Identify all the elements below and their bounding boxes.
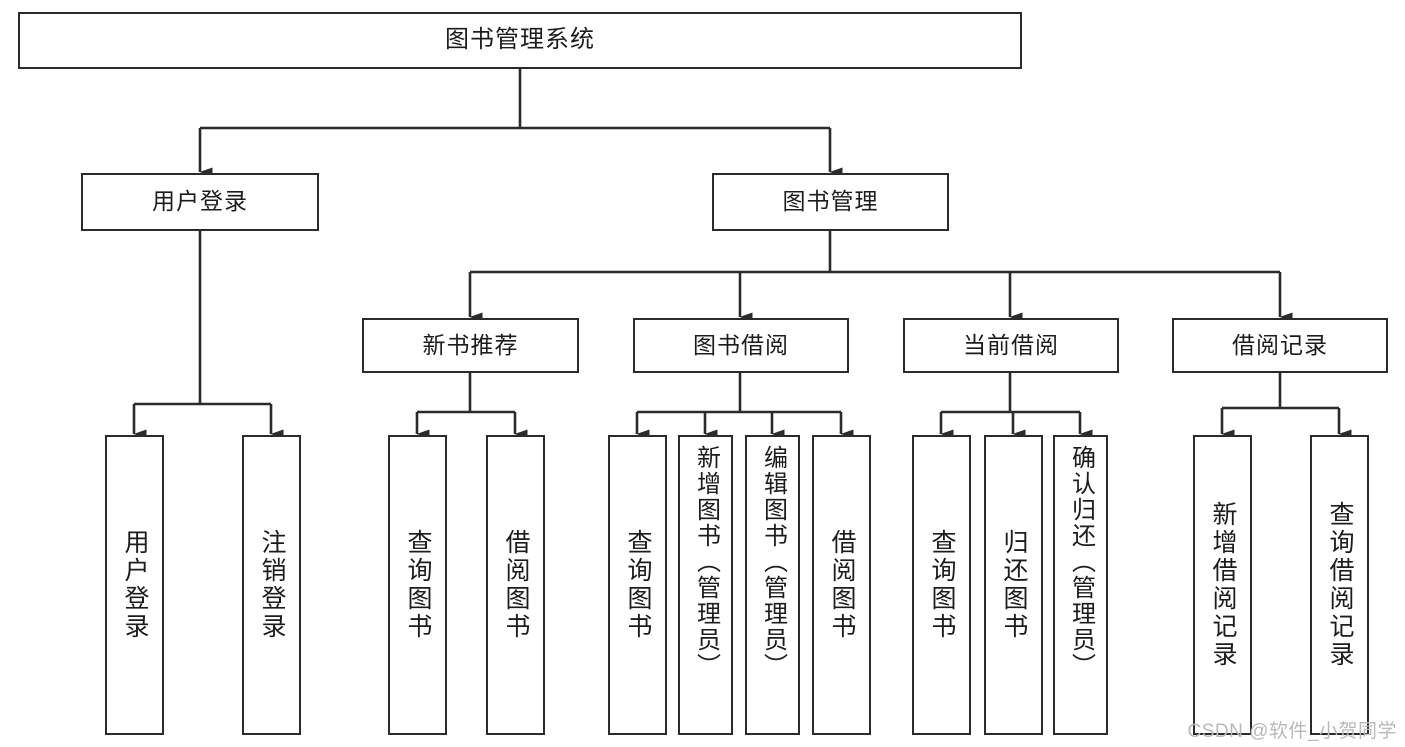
node-label: 查询图书 — [624, 529, 652, 641]
node-root-system[interactable]: 图书管理系统 — [18, 12, 1022, 69]
node-label: 注销登录 — [258, 529, 286, 641]
node-current-borrow[interactable]: 当前借阅 — [903, 318, 1119, 373]
node-leaf-query-record[interactable]: 查询借阅记录 — [1310, 435, 1369, 735]
node-label: 借阅图书 — [502, 529, 530, 641]
node-label: 新增图书（管理员） — [692, 445, 720, 679]
node-label: 当前借阅 — [963, 331, 1059, 358]
csdn-watermark: CSDN @软件_小贺同学 — [1187, 721, 1397, 742]
node-borrow-record[interactable]: 借阅记录 — [1172, 318, 1388, 373]
node-label: 新书推荐 — [422, 331, 519, 358]
node-label: 借阅图书 — [828, 529, 856, 641]
node-label: 查询图书 — [404, 529, 432, 641]
node-label: 归还图书 — [1000, 529, 1028, 641]
node-leaf-edit-book[interactable]: 编辑图书（管理员） — [745, 435, 800, 735]
node-leaf-borrow-book-2[interactable]: 借阅图书 — [812, 435, 871, 735]
node-label: 新增借阅记录 — [1209, 501, 1237, 669]
node-leaf-query-book-2[interactable]: 查询图书 — [608, 435, 667, 735]
node-label: 图书管理 — [782, 188, 879, 215]
node-label: 查询图书 — [928, 529, 956, 641]
node-leaf-user-login[interactable]: 用户登录 — [105, 435, 164, 735]
node-leaf-user-logout[interactable]: 注销登录 — [242, 435, 301, 735]
node-label: 用户登录 — [152, 188, 248, 215]
node-book-borrow[interactable]: 图书借阅 — [633, 318, 849, 373]
node-leaf-query-book-3[interactable]: 查询图书 — [912, 435, 971, 735]
node-label: 借阅记录 — [1232, 331, 1328, 358]
node-label: 图书管理系统 — [445, 26, 595, 54]
node-leaf-add-book[interactable]: 新增图书（管理员） — [678, 435, 733, 735]
node-label: 查询借阅记录 — [1326, 501, 1354, 669]
node-leaf-confirm-return[interactable]: 确认归还（管理员） — [1053, 435, 1108, 735]
node-leaf-return-book[interactable]: 归还图书 — [984, 435, 1043, 735]
node-new-book-rec[interactable]: 新书推荐 — [362, 318, 579, 373]
node-label: 编辑图书（管理员） — [759, 445, 787, 679]
node-label: 确认归还（管理员） — [1067, 445, 1095, 679]
node-user-login[interactable]: 用户登录 — [81, 173, 319, 231]
node-label: 图书借阅 — [693, 331, 789, 358]
node-label: 用户登录 — [121, 529, 149, 641]
node-book-manage[interactable]: 图书管理 — [712, 173, 949, 231]
node-leaf-borrow-book-1[interactable]: 借阅图书 — [486, 435, 545, 735]
connectors — [132, 69, 1352, 439]
node-leaf-add-record[interactable]: 新增借阅记录 — [1193, 435, 1252, 735]
node-leaf-query-book-1[interactable]: 查询图书 — [388, 435, 447, 735]
